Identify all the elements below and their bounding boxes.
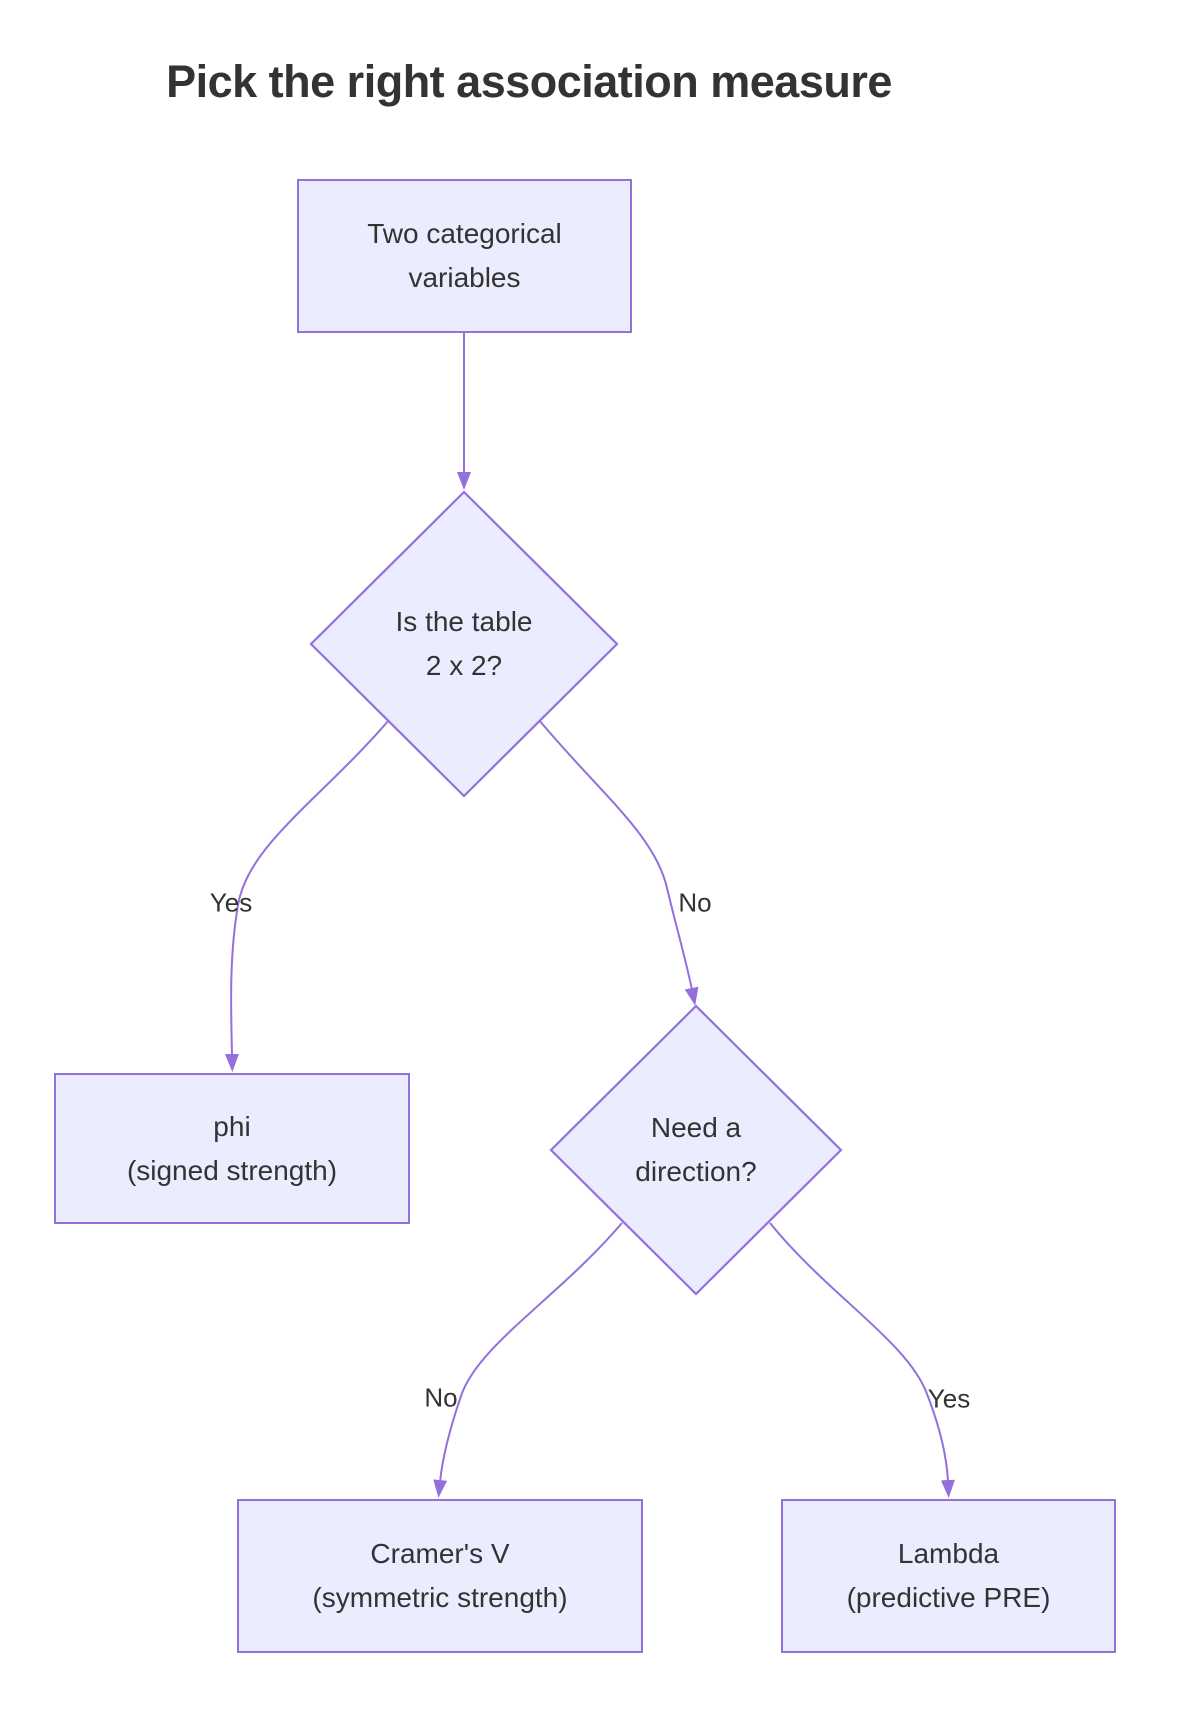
node-q1-diamond bbox=[309, 490, 619, 798]
node-start: Two categorical variables bbox=[297, 179, 632, 333]
node-q1-label: Is the table 2 x 2? bbox=[396, 600, 533, 688]
node-cramer-line2: (symmetric strength) bbox=[312, 1582, 568, 1613]
edge-label-q1-yes: Yes bbox=[209, 887, 253, 918]
edge-q1-to-q2 bbox=[538, 719, 699, 1006]
diagram-title: Pick the right association measure bbox=[166, 56, 892, 107]
node-lambda: Lambda (predictive PRE) bbox=[781, 1499, 1116, 1653]
node-q2-line1: Need a bbox=[650, 1112, 742, 1143]
edge-q1-to-phi bbox=[224, 719, 390, 1072]
node-phi-line1: phi bbox=[213, 1110, 251, 1142]
node-q2-label: Need a direction? bbox=[635, 1106, 756, 1194]
node-lambda-line1: Lambda bbox=[897, 1538, 1000, 1569]
node-phi: phi (signed strength) bbox=[54, 1073, 410, 1224]
node-phi-line2: (signed strength) bbox=[126, 1154, 338, 1186]
node-cramer-line1: Cramer's V bbox=[370, 1538, 510, 1569]
node-q1-line1: Is the table bbox=[395, 606, 533, 637]
node-start-line2: variables bbox=[408, 262, 521, 293]
node-cramer-label: Cramer's V (symmetric strength) bbox=[312, 1532, 567, 1620]
node-q2-diamond bbox=[549, 1004, 843, 1296]
node-q1-line2: 2 x 2? bbox=[425, 650, 503, 681]
node-cramer: Cramer's V (symmetric strength) bbox=[237, 1499, 643, 1653]
node-phi-label: phi (signed strength) bbox=[127, 1105, 337, 1193]
node-q2-line2: direction? bbox=[635, 1156, 757, 1187]
edge-label-q2-no: No bbox=[424, 1382, 458, 1413]
edge-q2-to-cramer bbox=[433, 1222, 623, 1498]
edge-q2-to-lambda bbox=[769, 1222, 955, 1498]
node-lambda-line2: (predictive PRE) bbox=[846, 1582, 1051, 1613]
node-start-line1: Two categorical bbox=[367, 218, 562, 249]
node-start-label: Two categorical variables bbox=[367, 212, 562, 300]
edge-label-q2-yes: Yes bbox=[927, 1383, 971, 1414]
node-lambda-label: Lambda (predictive PRE) bbox=[847, 1532, 1051, 1620]
edge-label-q1-no: No bbox=[678, 887, 712, 918]
